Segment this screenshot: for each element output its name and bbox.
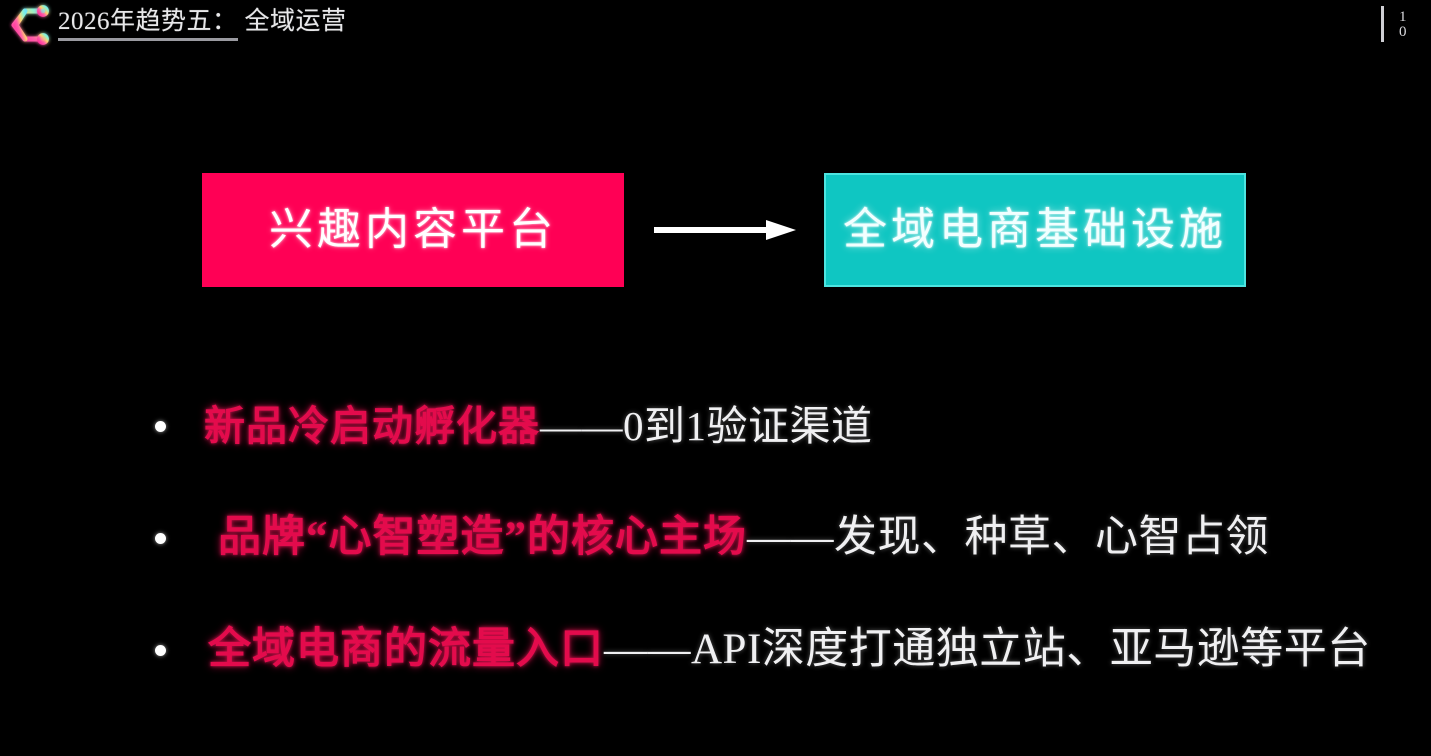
flow-diagram: 兴趣内容平台 全域电商基础设施	[202, 173, 1246, 287]
bullet-text: 新品冷启动孵化器——0到1验证渠道	[204, 400, 873, 452]
list-item: 品牌“心智塑造”的核心主场——发现、种草、心智占领	[140, 482, 1431, 594]
gradient-c-logo-icon	[4, 2, 56, 48]
slide-header: 2026年趋势五：全域运营 1 0	[0, 0, 1431, 52]
page-title-suffix: 全域运营	[244, 8, 347, 35]
flow-box-source: 兴趣内容平台	[202, 173, 624, 287]
page-number-bottom: 0	[1399, 24, 1407, 40]
bullet-plain-text: ——发现、种草、心智占领	[747, 514, 1269, 561]
list-item: 新品冷启动孵化器——0到1验证渠道	[140, 370, 1431, 482]
bullet-accent-text: 全域电商的流量入口	[208, 626, 604, 673]
page-title-prefix: 2026年趋势五：	[58, 8, 238, 41]
bullet-text: 全域电商的流量入口——API深度打通独立站、亚马逊等平台	[208, 624, 1371, 676]
page-number: 1 0	[1373, 4, 1429, 48]
flow-box-source-label: 兴趣内容平台	[269, 205, 557, 254]
bullet-plain-text: ——0到1验证渠道	[540, 403, 873, 449]
page-number-top: 1	[1399, 9, 1407, 25]
bullet-text: 品牌“心智塑造”的核心主场——发现、种草、心智占领	[218, 512, 1269, 564]
bullet-accent-text: 新品冷启动孵化器	[204, 403, 540, 449]
page-number-divider	[1381, 6, 1384, 42]
bullet-dot-icon	[155, 420, 166, 432]
bullet-list: 新品冷启动孵化器——0到1验证渠道 品牌“心智塑造”的核心主场——发现、种草、心…	[140, 370, 1431, 706]
bullet-dot-icon	[155, 532, 166, 544]
bullet-plain-text: ——API深度打通独立站、亚马逊等平台	[604, 626, 1371, 673]
list-item: 全域电商的流量入口——API深度打通独立站、亚马逊等平台	[140, 594, 1431, 706]
flow-box-target-label: 全域电商基础设施	[843, 205, 1227, 254]
flow-box-target: 全域电商基础设施	[824, 173, 1246, 287]
page-title: 2026年趋势五：全域运营	[58, 7, 347, 41]
bullet-accent-text: 品牌“心智塑造”的核心主场	[218, 514, 747, 561]
bullet-dot-icon	[155, 644, 166, 656]
page-number-digits: 1 0	[1399, 10, 1407, 40]
right-arrow-icon	[654, 217, 796, 243]
